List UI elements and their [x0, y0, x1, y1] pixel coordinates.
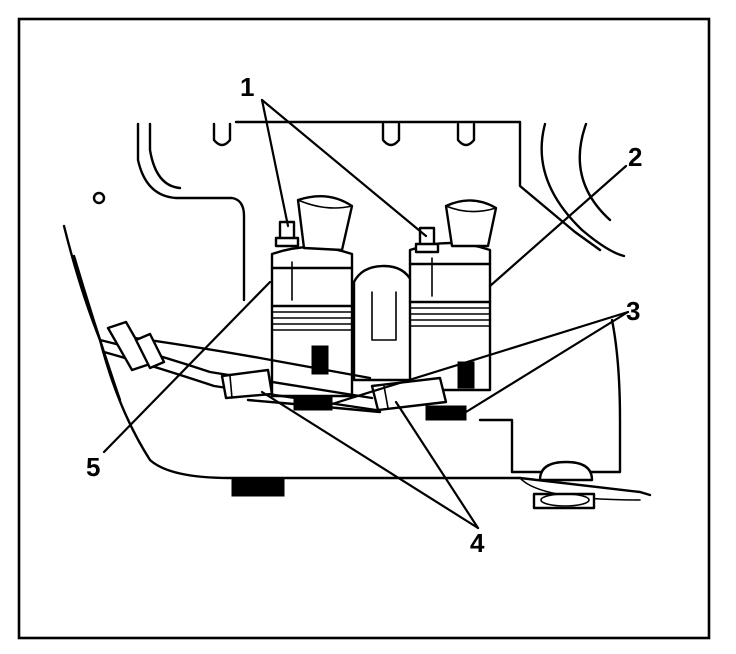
engine-cover — [62, 120, 652, 510]
wiring-harness — [98, 320, 467, 421]
callout-4: 4 — [470, 528, 485, 558]
leader-lines — [102, 98, 630, 530]
ignition-coil-left — [270, 194, 354, 398]
callout-3: 3 — [626, 296, 640, 326]
callout-5: 5 — [86, 452, 100, 482]
ignition-coil-right — [408, 199, 498, 392]
diagram-frame — [17, 17, 711, 640]
callout-2: 2 — [628, 142, 642, 172]
callout-1: 1 — [240, 72, 254, 102]
